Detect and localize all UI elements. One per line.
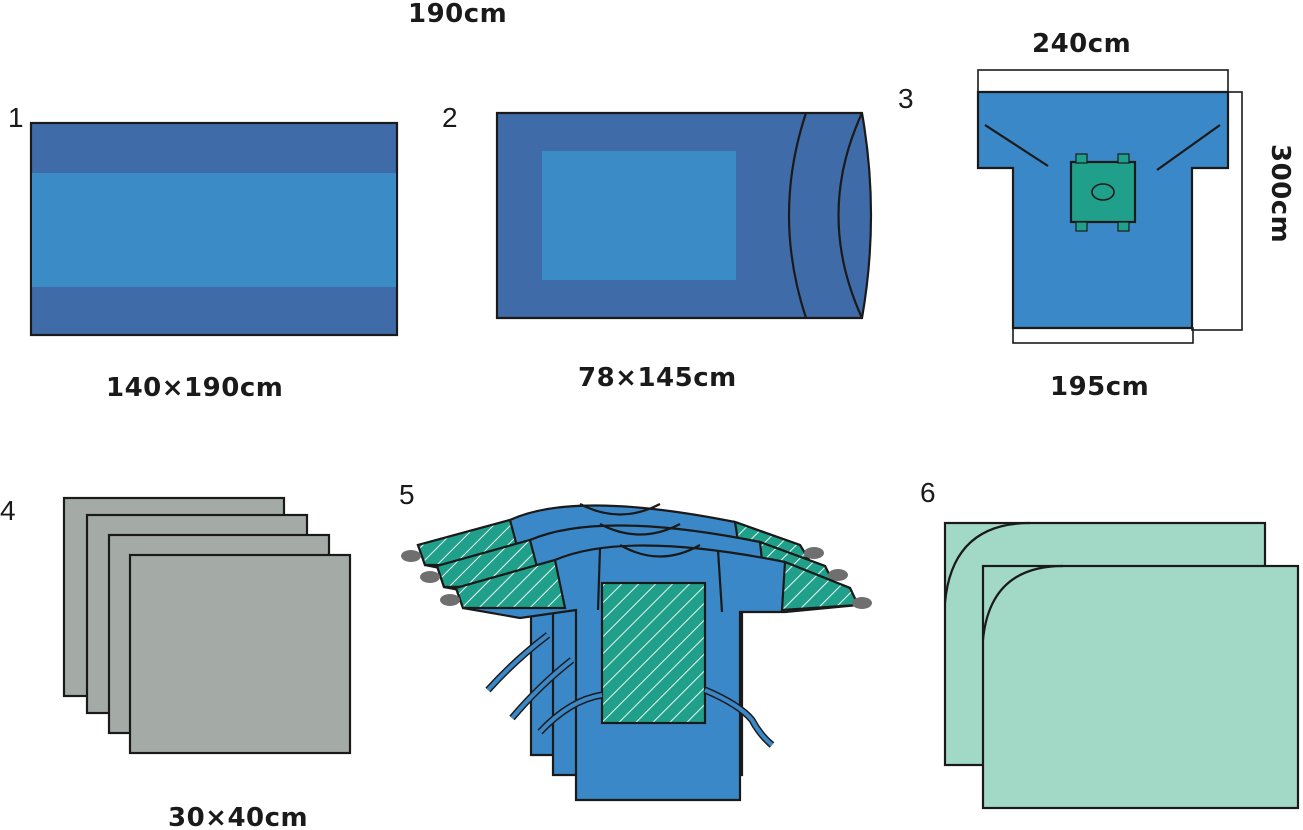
item-1-drape: 1 140×190cm [8,102,399,403]
item-6-number: 6 [920,477,936,508]
item-5-number: 5 [399,479,415,510]
item-2-number: 2 [442,102,458,133]
item-2-drape: 2 78×145cm [442,102,873,393]
item-2-dimension: 78×145cm [578,363,737,393]
item-4-towels: 4 30×40cm [0,495,352,830]
item-3-fenestration-hole [1091,183,1115,201]
item-3-bottom-label: 195cm [1050,372,1149,402]
item-3-number: 3 [898,83,914,114]
item-1-absorbent-band [32,173,396,287]
item-2-absorbent-panel [542,151,736,280]
item-1-number: 1 [8,102,24,133]
item-4-number: 4 [0,495,16,526]
top-dimension-label: 190cm [408,0,507,29]
item-6-wraps: 6 [920,477,1300,810]
item-3-drape: 3 240cm 300cm 195cm [898,29,1295,402]
gown-front-reinforcement [600,581,707,725]
item-5-gowns: 5 [399,479,872,802]
gown-front [440,544,872,802]
item-1-dimension: 140×190cm [106,373,283,403]
item-4-dimension: 30×40cm [168,803,308,830]
item-3-width-label: 240cm [1032,29,1131,59]
item-3-height-label: 300cm [1265,144,1295,243]
